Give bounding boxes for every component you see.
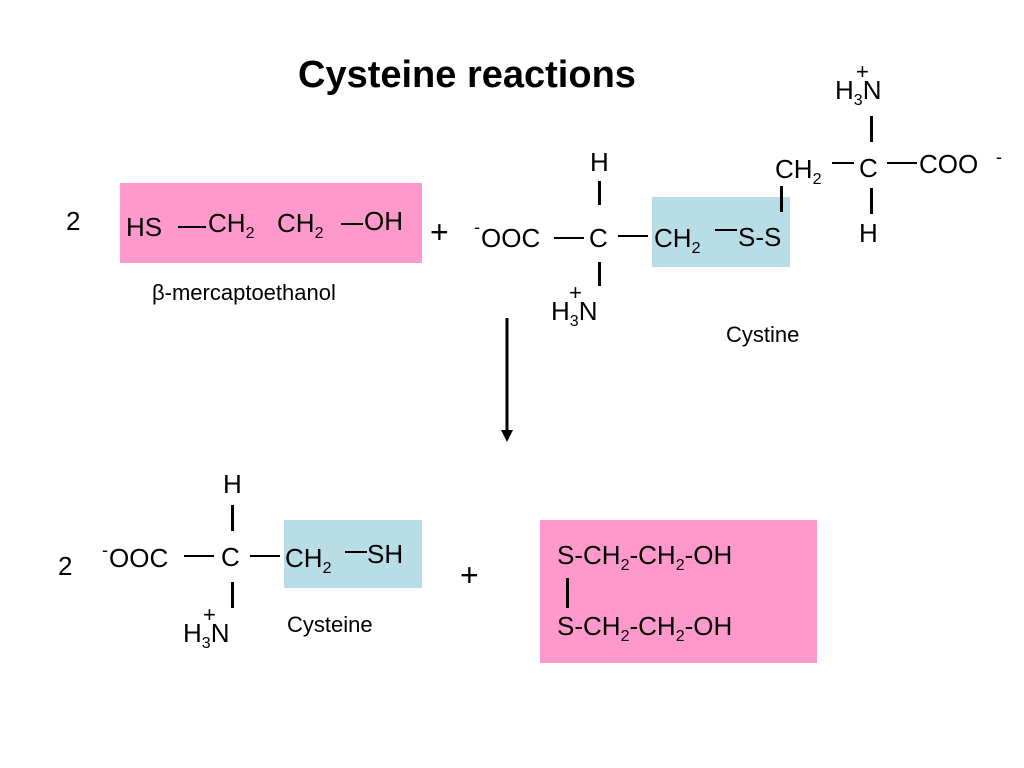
bond-ooc-c [554,237,584,239]
cysteine-highlight-box [284,520,422,588]
mercaptoethanol-label: β-mercaptoethanol [152,280,336,305]
bond-cys-c-h [231,505,234,531]
bond-c-n-top-right [870,116,873,142]
mercaptoethanol-dimer-box [540,520,817,663]
bond-c-coo [887,162,917,164]
bond-s-ch2-right [780,186,783,212]
cysteine-alpha-carbon: C [221,542,240,572]
bond-hs-ch2 [178,226,206,228]
bond-ch2-oh [341,223,363,225]
dimer-top-line: S-CH2-CH2-OH [557,540,733,574]
mercaptoethanol-ch2-a: CH2 [208,208,255,242]
bond-cys-ch2-sh [345,551,367,553]
mercaptoethanol-ch2-b: CH2 [277,208,324,242]
cysteine-label: Cysteine [287,612,373,637]
cystine-h3n-top: H3N [835,75,882,109]
cystine-alpha-carbon-right: C [859,153,878,183]
cystine-label: Cystine [726,322,800,347]
bond-c-ch2 [618,235,648,237]
bond-ch2-c-right [832,162,854,164]
cysteine-sh: SH [367,539,404,569]
bond-c-h-bottom-right [870,188,873,214]
cystine-h3n-bottom: H3N [551,296,598,330]
cysteine-h-top: H [223,469,242,499]
cystine-ooc: OOC [481,223,541,253]
cystine-plus-charge-top: + [856,59,869,84]
cystine-ch2-left: CH2 [654,223,701,257]
bond-ch2-ss [715,229,737,231]
cystine-h-top: H [590,147,609,177]
page-title: Cysteine reactions [298,54,636,96]
bond-cys-c-ch2 [250,555,280,557]
mercaptoethanol-box [120,183,422,263]
cysteine-ch2: CH2 [285,543,332,577]
bond-cys-c-n [231,582,234,608]
mercaptoethanol-hs: HS [126,212,163,242]
cystine-coo: COO [919,149,979,179]
mercaptoethanol-oh: OH [364,206,403,236]
cysteine-plus-charge: + [203,602,216,627]
cysteine-h3n: H3N [183,618,230,652]
cystine-ch2-right: CH2 [775,154,822,188]
cysteine-ooc: OOC [109,543,169,573]
reactant-coefficient: 2 [66,206,81,236]
cystine-coo-minus: - [996,147,1002,167]
bond-dimer-ss [566,578,569,608]
bond-cys-ooc-c [184,555,214,557]
cystine-disulfide: S-S [738,222,782,252]
plus-operator-top: + [430,214,449,250]
cystine-alpha-carbon-left: C [589,223,608,253]
dimer-bottom-line: S-CH2-CH2-OH [557,611,733,645]
cystine-minus-charge: - [474,217,480,237]
cystine-h-bottom-right: H [859,218,878,248]
cystine-highlight-box [652,197,790,267]
bond-c-h-top [598,181,601,205]
plus-operator-bottom: + [460,557,479,593]
bond-c-n-bottom [598,262,601,286]
product-coefficient: 2 [58,551,73,581]
cysteine-minus-charge: - [102,540,108,560]
cystine-plus-charge-bottom: + [569,280,582,305]
